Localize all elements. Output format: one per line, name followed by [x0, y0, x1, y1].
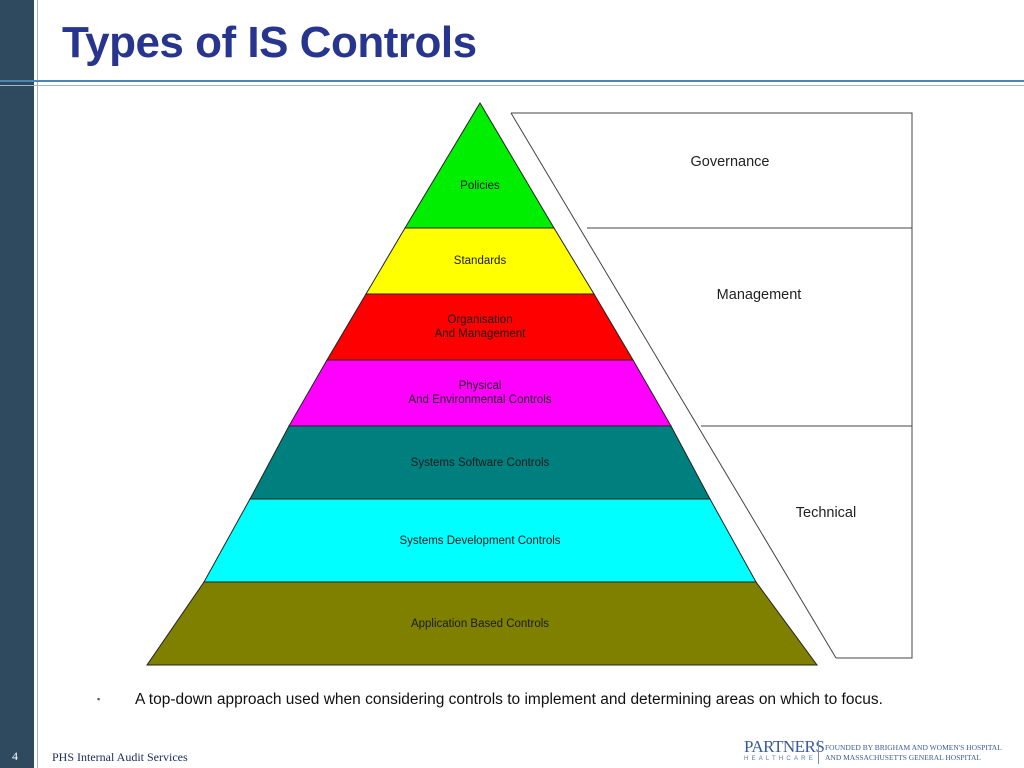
- tier-label-technical: Technical: [796, 505, 856, 521]
- left-accent-bar-line: [37, 0, 38, 768]
- pyramid-layer-policies: [404, 102, 555, 229]
- layer-label-systems-development: Systems Development Controls: [399, 535, 560, 547]
- slide-title: Types of IS Controls: [62, 18, 477, 67]
- page-number: 4: [12, 749, 18, 763]
- bullet-text: A top-down approach used when considerin…: [135, 691, 883, 708]
- title-underline: [0, 80, 1024, 82]
- left-accent-bar: [0, 0, 34, 768]
- is-controls-pyramid-diagram: Policies Standards Organisation And Mana…: [146, 102, 913, 666]
- layer-label-policies: Policies: [460, 180, 500, 192]
- footer-text: PHS Internal Audit Services: [52, 750, 188, 764]
- left-accent-bar-edge: [34, 0, 37, 768]
- layer-label-physical-line2: And Environmental Controls: [408, 394, 551, 406]
- pyramid-layer-physical: [288, 359, 672, 427]
- logo-founded-text: FOUNDED BY BRIGHAM AND WOMEN'S HOSPITAL …: [825, 743, 1002, 763]
- layer-label-organisation-line1: Organisation: [447, 314, 512, 326]
- logo-founded-line2: AND MASSACHUSETTS GENERAL HOSPITAL: [825, 753, 982, 762]
- tier-box-slant-edge: [510, 112, 837, 659]
- bullet-square-icon: ▪: [97, 694, 101, 704]
- logo-subtitle: HEALTHCARE: [744, 756, 816, 762]
- tier-label-governance: Governance: [691, 154, 770, 170]
- pyramid-layer-organisation: [326, 293, 634, 361]
- layer-label-application: Application Based Controls: [411, 618, 549, 630]
- partners-logo: PARTNERS HEALTHCARE: [744, 737, 825, 766]
- pyramid-layer-application: [146, 581, 818, 666]
- logo-name: PARTNERS: [744, 737, 825, 756]
- title-underline-secondary: [0, 85, 1024, 86]
- logo-founded-line1: FOUNDED BY BRIGHAM AND WOMEN'S HOSPITAL: [825, 743, 1002, 752]
- layer-label-physical-line1: Physical: [459, 380, 502, 392]
- tier-box-outline: [511, 112, 913, 659]
- layer-label-organisation-line2: And Management: [435, 328, 527, 340]
- layer-label-systems-software: Systems Software Controls: [411, 457, 550, 469]
- logo-divider: [818, 740, 819, 764]
- layer-label-standards: Standards: [454, 255, 507, 267]
- tier-label-management: Management: [717, 287, 802, 303]
